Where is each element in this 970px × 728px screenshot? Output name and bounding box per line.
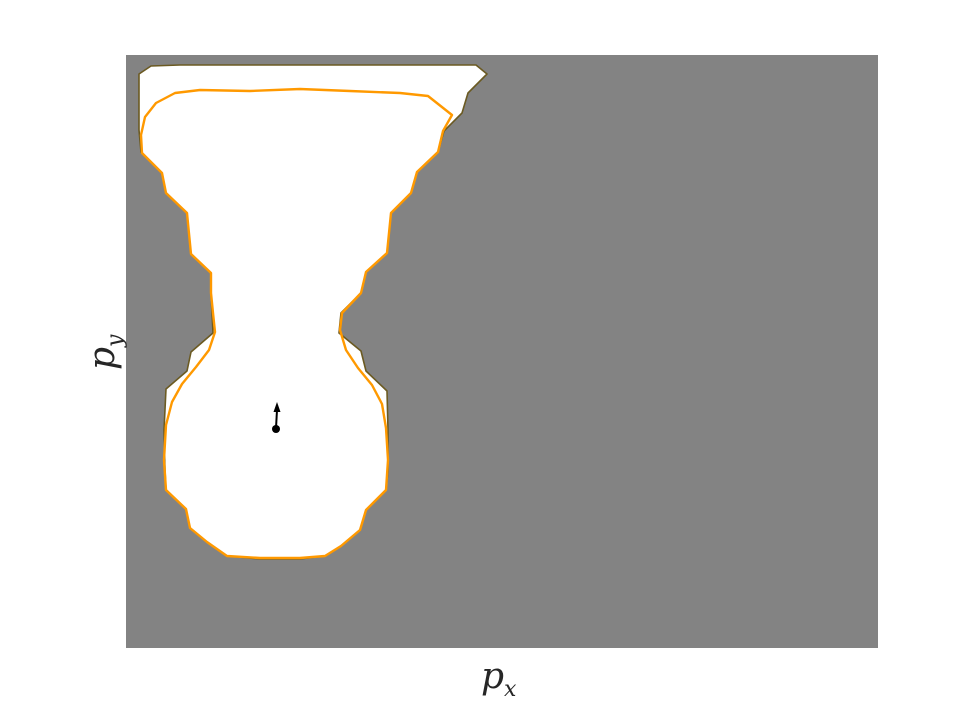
y-axis-label: py [82,334,128,370]
agent-position-dot [272,425,280,433]
agent-heading-arrowhead [273,402,281,412]
x-axis-label: px [481,656,517,702]
estimated-contour-line [139,87,454,560]
agent-marker [272,402,281,433]
agent-heading-arrow [275,409,278,429]
